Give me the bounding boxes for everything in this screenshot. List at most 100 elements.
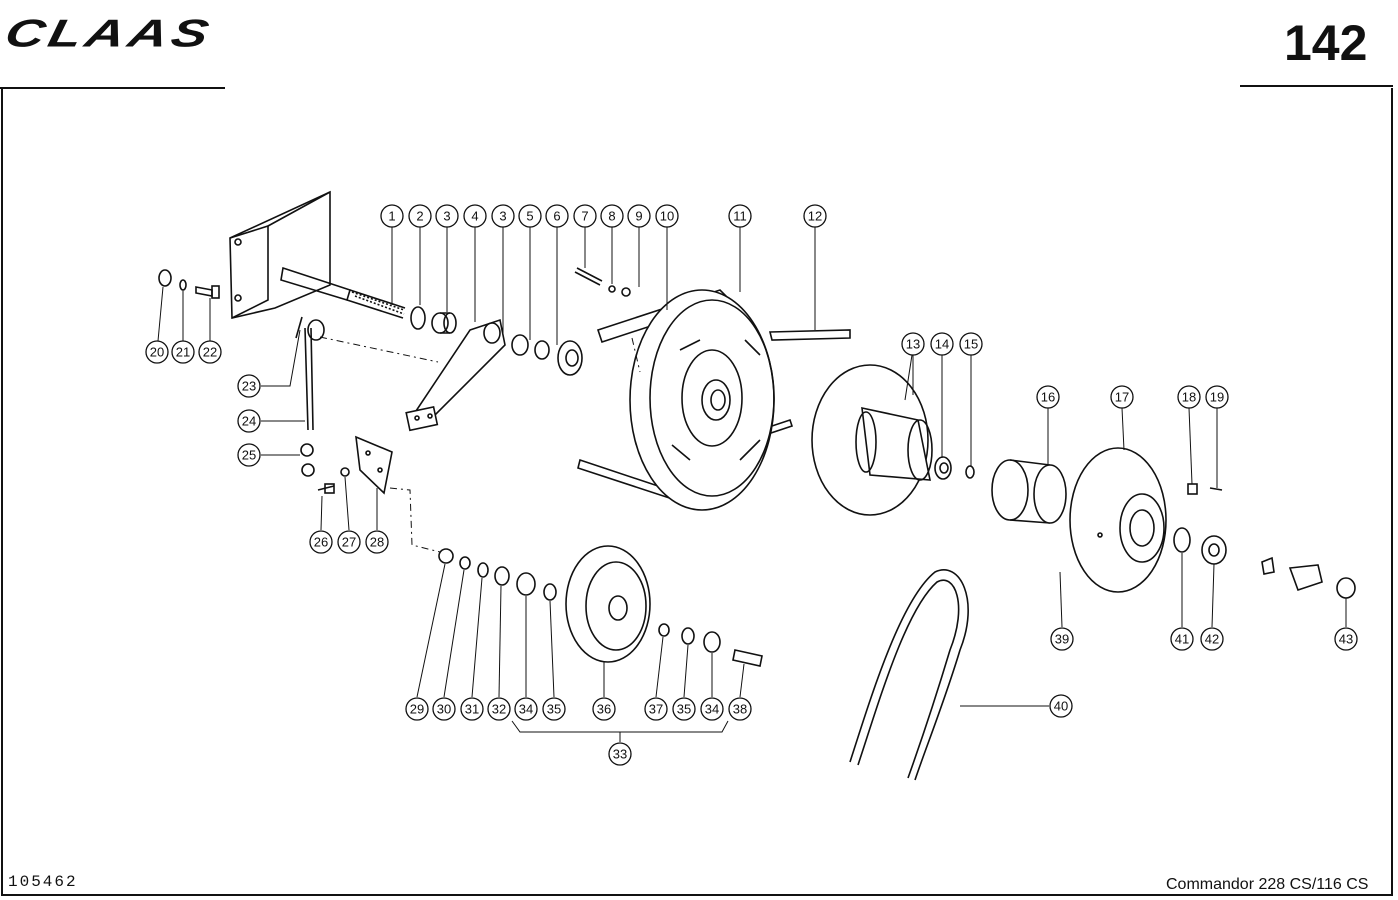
page-frame [1,88,1393,896]
callout-27: 27 [337,530,361,554]
callout-33: 33 [608,742,632,766]
svg-text:14: 14 [935,337,949,352]
callout-3b: 3 [491,204,515,228]
sleeve-16 [991,459,1067,524]
svg-text:43: 43 [1339,632,1353,647]
pulley-11 [629,289,775,511]
svg-text:22: 22 [203,345,217,360]
idler-stack-29-38 [438,545,763,667]
callout-31: 31 [460,697,484,721]
svg-text:26: 26 [314,535,328,550]
svg-text:15: 15 [964,337,978,352]
callout-43: 43 [1334,627,1358,651]
svg-text:5: 5 [526,209,533,224]
svg-text:41: 41 [1175,632,1189,647]
svg-text:38: 38 [733,702,747,717]
bracket-housing [229,190,331,320]
pins-18-19 [1187,483,1223,495]
callout-28: 28 [365,530,389,554]
tension-arm-4 [405,318,506,432]
svg-text:33: 33 [613,747,627,762]
hub-disc-13 [811,364,933,516]
header-rule-right [1240,85,1393,87]
bearing-14-15 [934,456,975,480]
callout-13: 13 [901,332,925,356]
callout-25: 25 [237,443,261,467]
stub-43 [1261,556,1356,599]
svg-text:3: 3 [499,209,506,224]
svg-text:12: 12 [808,209,822,224]
svg-text:8: 8 [608,209,615,224]
document-number: 105462 [8,873,78,891]
callout-18: 18 [1177,385,1201,409]
callout-38: 38 [728,697,752,721]
callout-5: 5 [518,204,542,228]
svg-text:2: 2 [416,209,423,224]
callout-23: 23 [237,374,261,398]
svg-text:4: 4 [471,209,478,224]
svg-text:20: 20 [150,345,164,360]
svg-text:9: 9 [635,209,642,224]
svg-text:28: 28 [370,535,384,550]
svg-text:35: 35 [677,702,691,717]
callout-24: 24 [237,409,261,433]
callout-16: 16 [1036,385,1060,409]
svg-text:16: 16 [1041,390,1055,405]
washer-2 [410,306,426,330]
header-rule-left [0,87,225,89]
callout-10: 10 [655,204,679,228]
svg-text:23: 23 [242,379,256,394]
svg-text:39: 39 [1055,632,1069,647]
callout-41: 41 [1170,627,1194,651]
callout-17: 17 [1110,385,1134,409]
svg-text:25: 25 [242,448,256,463]
svg-text:11: 11 [733,209,747,224]
callout-26: 26 [309,530,333,554]
bushing-3 [431,312,457,334]
callout-34a: 34 [514,697,538,721]
plate-26-27-28 [317,435,393,495]
callout-7: 7 [573,204,597,228]
callout-29: 29 [405,697,429,721]
disc-17 [1069,447,1167,593]
callout-11: 11 [728,204,752,228]
callout-22: 22 [198,340,222,364]
callout-30: 30 [432,697,456,721]
callout-35a: 35 [542,697,566,721]
callout-42: 42 [1200,627,1224,651]
svg-text:30: 30 [437,702,451,717]
svg-text:6: 6 [553,209,560,224]
callout-15: 15 [959,332,983,356]
svg-text:37: 37 [649,702,663,717]
svg-text:34: 34 [705,702,719,717]
svg-text:36: 36 [597,702,611,717]
callout-8: 8 [600,204,624,228]
svg-text:13: 13 [906,337,920,352]
callout-40: 40 [1049,694,1073,718]
circlip-41-42 [1173,527,1227,565]
page-number: 142 [1284,15,1368,71]
callout-20: 20 [145,340,169,364]
svg-text:27: 27 [342,535,356,550]
bolt-7-8-9 [574,267,631,297]
svg-text:10: 10 [660,209,674,224]
svg-text:35: 35 [547,702,561,717]
callout-2: 2 [408,204,432,228]
washer-20-21-22 [158,269,220,299]
callout-32: 32 [487,697,511,721]
svg-text:32: 32 [492,702,506,717]
svg-text:19: 19 [1210,390,1224,405]
alignment-line-pulley [631,337,641,373]
callout-39: 39 [1050,627,1074,651]
callout-6: 6 [545,204,569,228]
svg-text:1: 1 [388,209,395,224]
callout-3a: 3 [435,204,459,228]
callout-14: 14 [930,332,954,356]
bearing-3-5-6 [511,334,583,376]
callout-12: 12 [803,204,827,228]
svg-text:42: 42 [1205,632,1219,647]
svg-text:18: 18 [1182,390,1196,405]
shaft [280,266,406,319]
